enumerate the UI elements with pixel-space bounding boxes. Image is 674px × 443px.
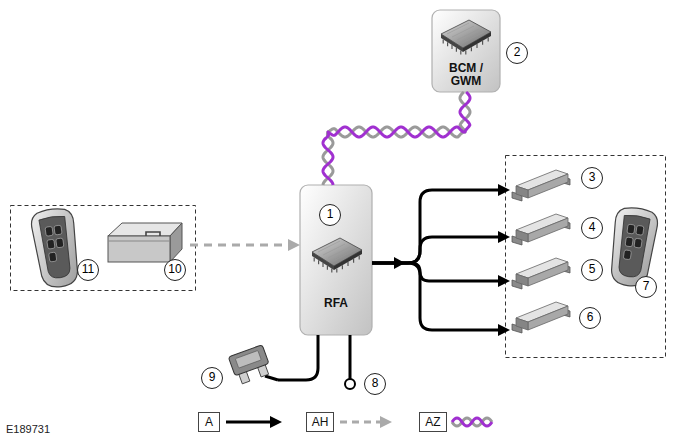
callout-number: 2 bbox=[506, 42, 528, 64]
ground-point: 8 bbox=[340, 372, 388, 396]
module-label: RFA bbox=[300, 297, 372, 310]
legend-key: A bbox=[198, 412, 220, 432]
legend-sample bbox=[226, 416, 282, 428]
group-bracket bbox=[506, 156, 666, 358]
connector-line bbox=[372, 263, 501, 281]
rfa-module-illustration bbox=[300, 185, 372, 335]
connector-line bbox=[349, 335, 352, 372]
smart-key: 7 bbox=[606, 205, 662, 301]
arrow-head bbox=[498, 184, 510, 196]
arrow-head bbox=[498, 324, 510, 336]
antenna: 4 bbox=[510, 210, 605, 252]
arrow-head bbox=[288, 239, 300, 251]
connector-line bbox=[190, 244, 291, 247]
antenna: 6 bbox=[510, 298, 605, 340]
callout-number: 4 bbox=[581, 217, 603, 239]
fuse-illustration bbox=[228, 345, 278, 386]
callout-number: 6 bbox=[579, 307, 601, 329]
bcm-module-illustration bbox=[432, 10, 500, 92]
antenna-illustration bbox=[512, 170, 570, 333]
connector-line bbox=[372, 263, 501, 330]
ground-illustration bbox=[345, 372, 355, 389]
connector-line bbox=[278, 335, 318, 380]
connector-line bbox=[372, 190, 501, 263]
legend-sample bbox=[340, 416, 392, 428]
arrow-head bbox=[498, 275, 510, 287]
key-case-illustration bbox=[108, 223, 182, 262]
control-module: 1RFA bbox=[300, 185, 372, 335]
signal-arrow bbox=[372, 263, 510, 287]
network-strand bbox=[323, 92, 470, 185]
module-label: BCM / GWM bbox=[434, 62, 498, 88]
wireless-arrow bbox=[190, 239, 300, 251]
ground-wire bbox=[350, 335, 351, 372]
group-bracket bbox=[11, 206, 196, 291]
callout-number: 7 bbox=[635, 276, 657, 298]
smart-key: 11 bbox=[28, 207, 102, 287]
signal-arrow bbox=[372, 231, 510, 263]
callout-number: 10 bbox=[164, 259, 186, 281]
legend-key: AZ bbox=[419, 412, 447, 432]
signal-arrow bbox=[372, 184, 510, 263]
callout-number: 8 bbox=[364, 373, 386, 395]
legend-key: AH bbox=[306, 412, 334, 432]
key-case: 10 bbox=[104, 215, 190, 283]
network-connector bbox=[323, 92, 470, 185]
legend-sample bbox=[452, 418, 492, 426]
callout-number: 9 bbox=[201, 367, 223, 389]
figure-id: E189731 bbox=[6, 423, 50, 436]
arrow-head bbox=[498, 231, 510, 243]
control-module: BCM / GWM 2 bbox=[430, 8, 532, 92]
callout-number: 11 bbox=[77, 259, 99, 281]
callout-number: 1 bbox=[319, 204, 341, 226]
callout-number: 3 bbox=[581, 167, 603, 189]
antenna: 5 bbox=[510, 254, 605, 296]
smart-key-illustration bbox=[30, 205, 660, 289]
antenna: 3 bbox=[510, 165, 605, 207]
connector-line bbox=[372, 237, 501, 263]
network-strand bbox=[323, 92, 470, 185]
power-wire bbox=[278, 335, 318, 380]
signal-arrow bbox=[372, 263, 510, 336]
fuse: 9 bbox=[200, 345, 278, 391]
callout-number: 5 bbox=[581, 259, 603, 281]
